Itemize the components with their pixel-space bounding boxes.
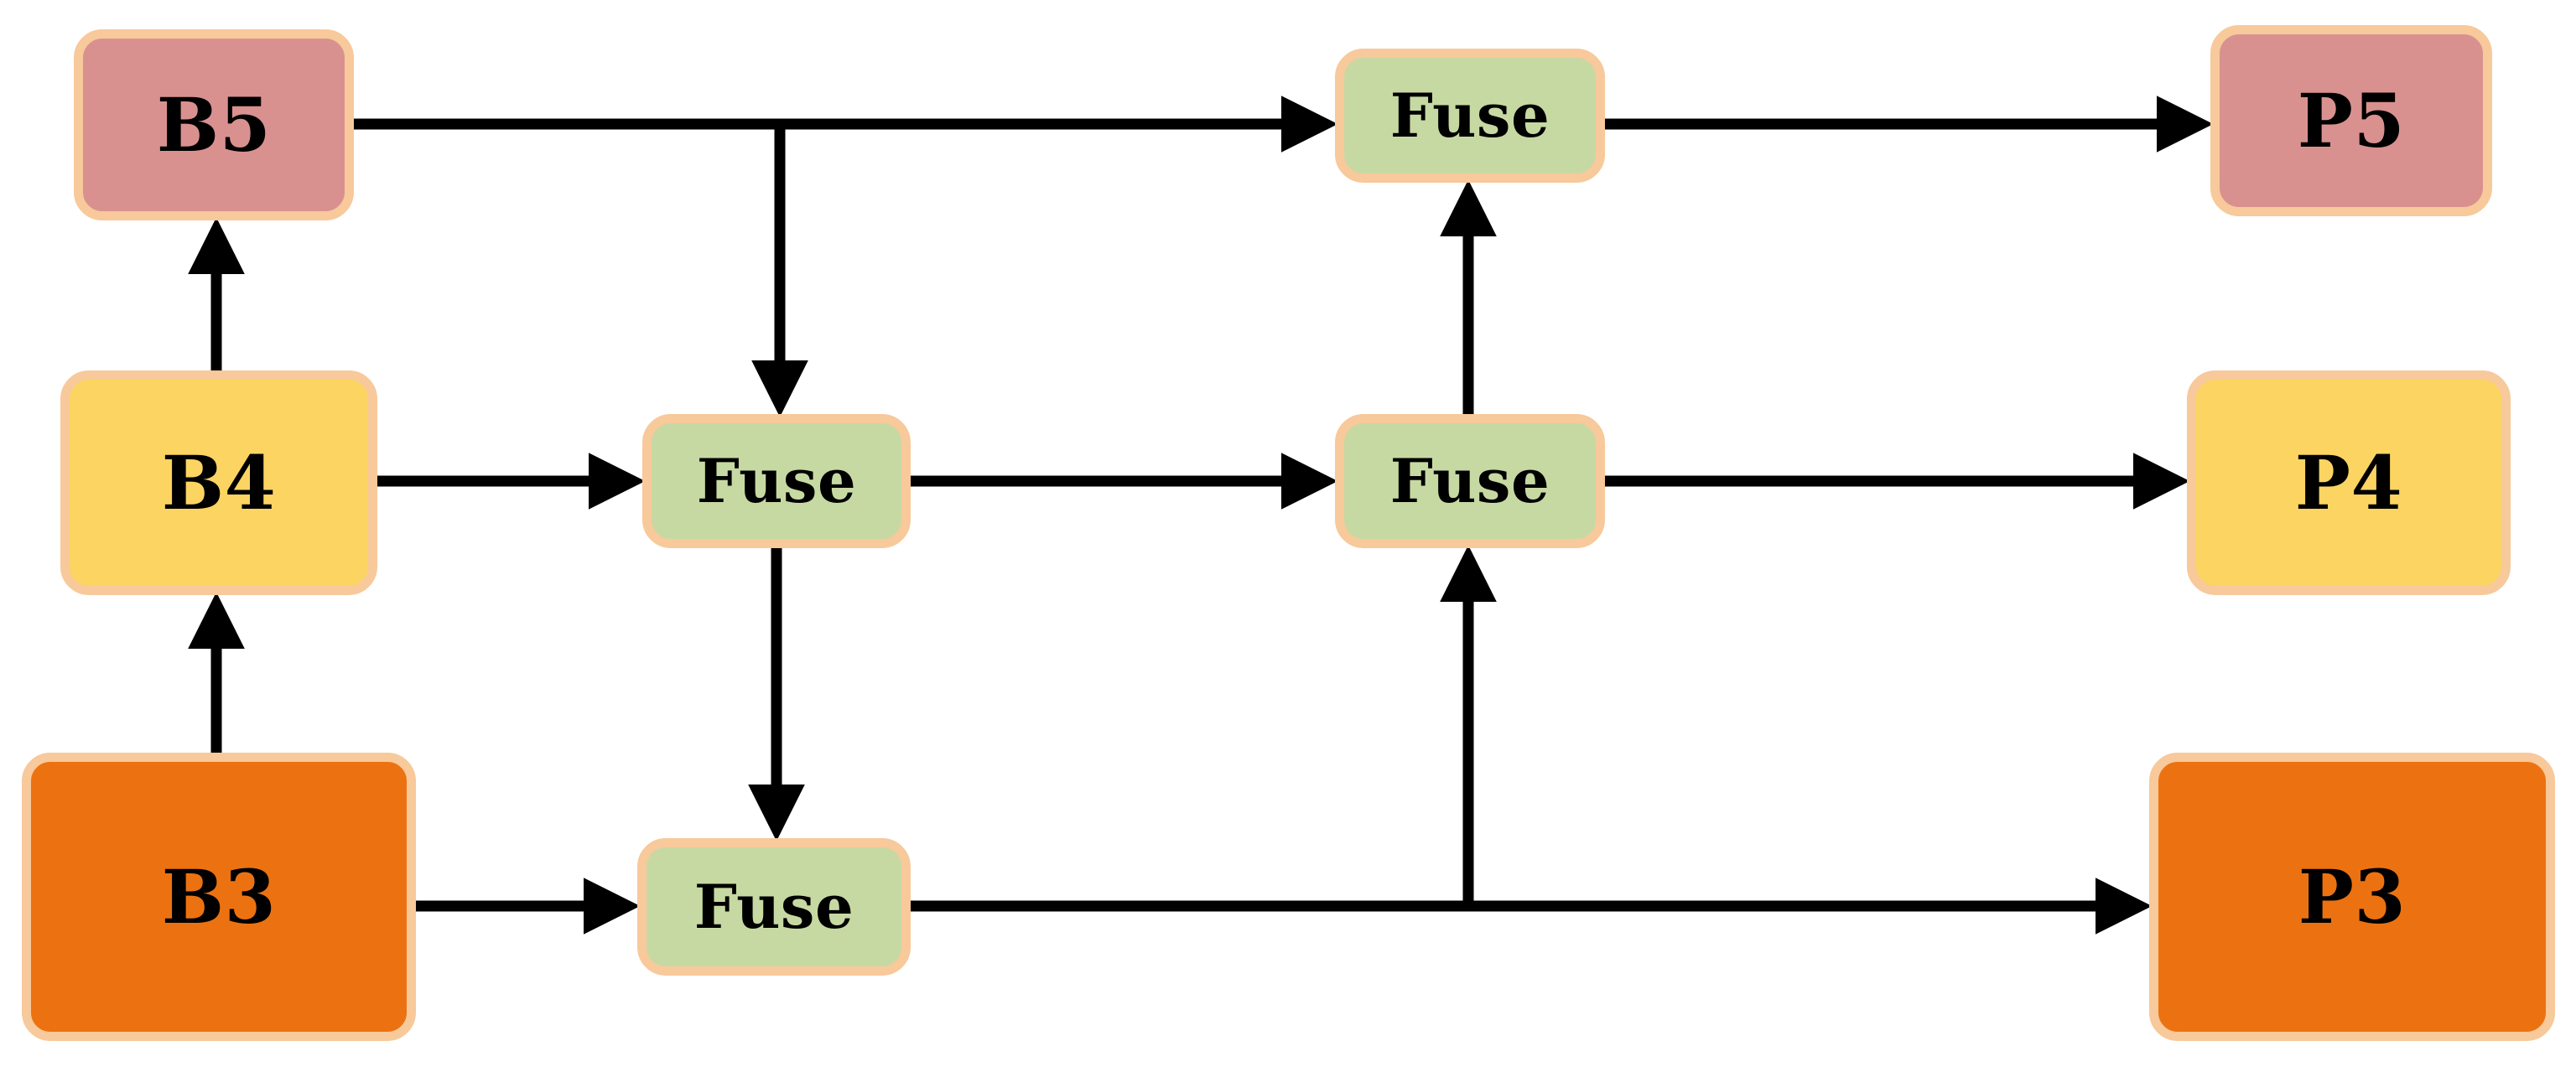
node-label-fuse_b3: Fuse (693, 871, 854, 942)
node-fuse_b3[interactable]: Fuse (637, 838, 911, 976)
node-p4[interactable]: P4 (2187, 370, 2511, 595)
node-label-b4: B4 (161, 439, 277, 526)
node-label-fuse_m5: Fuse (1389, 445, 1550, 516)
node-label-b3: B3 (161, 853, 277, 940)
node-label-fuse_t5: Fuse (1389, 80, 1550, 151)
node-p3[interactable]: P3 (2149, 753, 2555, 1041)
node-fuse_m4[interactable]: Fuse (642, 414, 911, 548)
node-b5[interactable]: B5 (74, 29, 354, 220)
node-b4[interactable]: B4 (60, 370, 377, 595)
node-label-b5: B5 (156, 81, 272, 168)
node-b3[interactable]: B3 (22, 753, 416, 1041)
node-label-p4: P4 (2294, 439, 2403, 526)
edge-group (188, 96, 2214, 935)
node-fuse_t5[interactable]: Fuse (1335, 49, 1605, 183)
node-fuse_m5[interactable]: Fuse (1335, 414, 1605, 548)
node-label-p5: P5 (2297, 77, 2406, 164)
node-label-p3: P3 (2298, 853, 2407, 940)
node-p5[interactable]: P5 (2210, 25, 2492, 216)
node-label-fuse_m4: Fuse (696, 445, 857, 516)
